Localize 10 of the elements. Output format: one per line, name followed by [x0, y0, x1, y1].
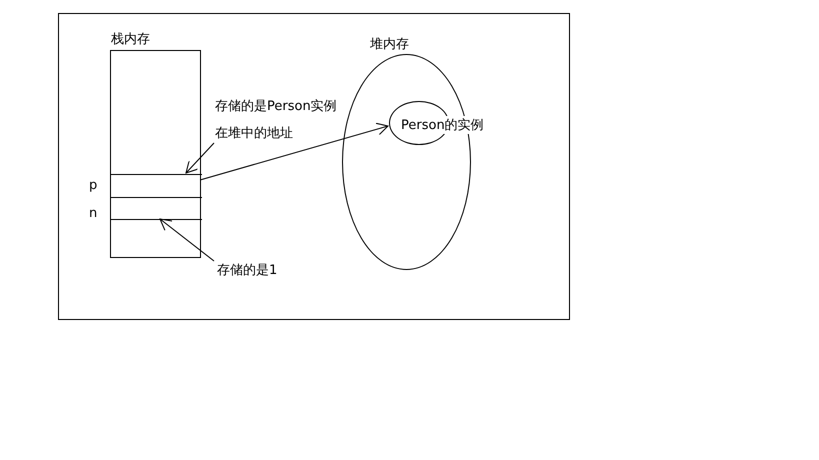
- note-text: 存储的是Person实例在堆中的地址: [215, 98, 338, 143]
- note-text: 存储的是1: [217, 262, 278, 280]
- instance-label: Person的实例: [401, 116, 484, 134]
- memory-title: 堆内存: [370, 36, 409, 53]
- variable-name: p: [89, 178, 98, 193]
- arrow: [160, 218, 214, 262]
- variable-name: n: [89, 206, 98, 221]
- memory-title: 栈内存: [111, 31, 150, 48]
- arrow: [186, 142, 214, 174]
- arrow: [200, 122, 388, 180]
